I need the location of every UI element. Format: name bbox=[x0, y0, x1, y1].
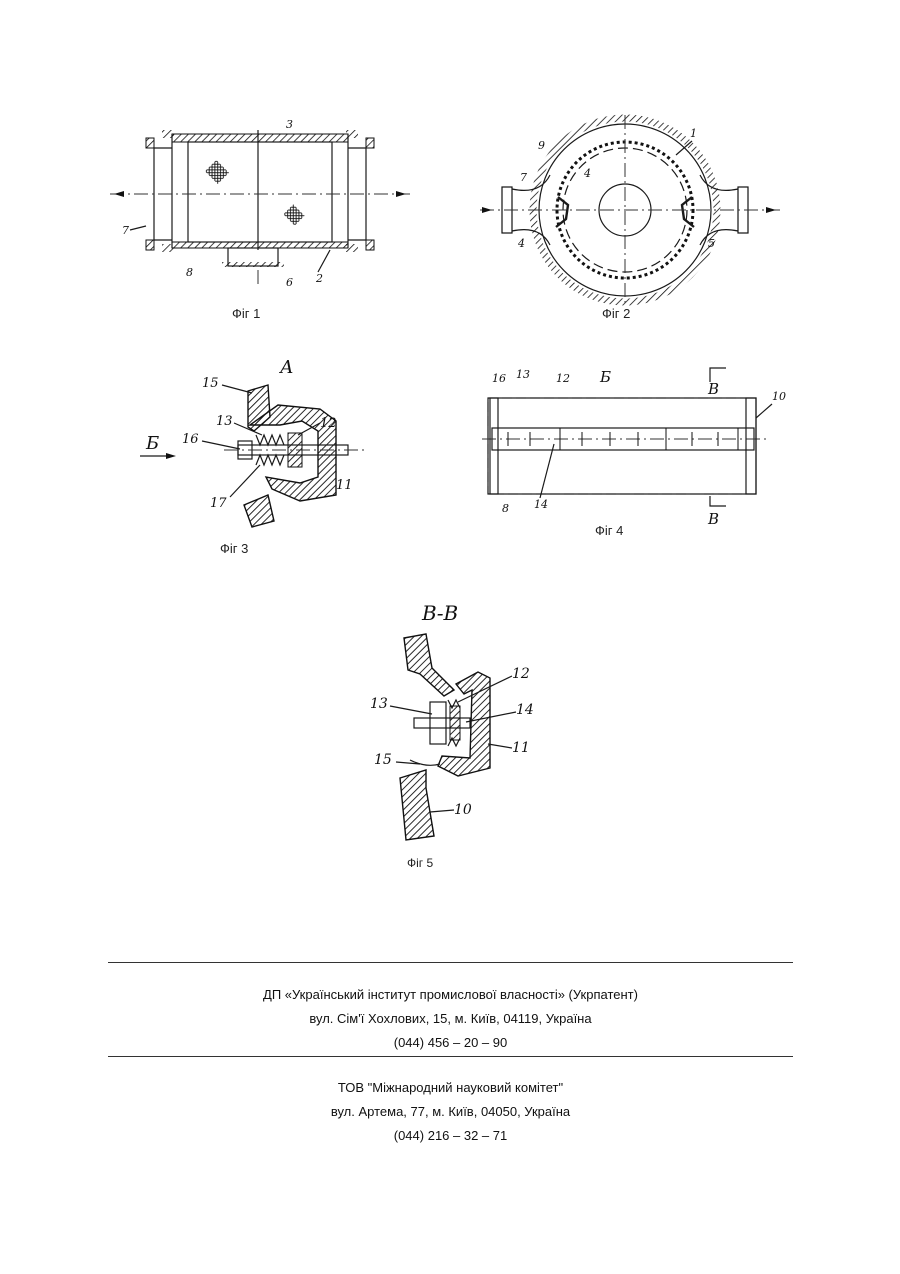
fig3-caption: Фіг 3 bbox=[220, 541, 248, 556]
fig4-section-letter-bottom: В bbox=[707, 510, 719, 528]
figure-2: 9 1 7 4 4 5 bbox=[480, 115, 780, 305]
fig1-label-2: 2 bbox=[315, 272, 323, 285]
fig5-label-14: 14 bbox=[516, 702, 534, 718]
fig4-view-letter: Б bbox=[599, 368, 611, 386]
figure-1-drawing: 3 7 8 6 2 bbox=[110, 120, 410, 300]
fig4-label-12: 12 bbox=[556, 372, 570, 385]
org2-name: ТОВ "Міжнародний науковий комітет" bbox=[108, 1076, 793, 1100]
fig3-label-11: 11 bbox=[336, 478, 353, 493]
fig1-label-6: 6 bbox=[286, 276, 293, 289]
fig1-caption: Фіг 1 bbox=[232, 306, 260, 321]
fig3-view-letter: А bbox=[278, 357, 294, 378]
figure-5-drawing: В-В 12 13 14 15 11 10 bbox=[360, 598, 560, 853]
fig1-label-7: 7 bbox=[122, 224, 129, 237]
fig5-caption: Фіг 5 bbox=[407, 856, 433, 870]
fig2-label-4a: 4 bbox=[583, 167, 591, 180]
fig2-label-4: 4 bbox=[517, 237, 525, 250]
fig5-label-13: 13 bbox=[370, 696, 388, 712]
fig4-section-letter-top: В bbox=[707, 380, 719, 398]
fig4-label-16: 16 bbox=[492, 372, 506, 385]
figure-5: В-В 12 13 14 15 11 10 bbox=[360, 598, 560, 853]
figure-4-drawing: Б В В 16 13 12 14 8 10 bbox=[478, 360, 798, 530]
fig4-label-8: 8 bbox=[502, 502, 509, 515]
org1-name: ДП «Український інститут промислової вла… bbox=[108, 983, 793, 1007]
fig5-label-10: 10 bbox=[454, 802, 472, 818]
org1-address: вул. Сім'ї Хохлових, 15, м. Київ, 04119,… bbox=[108, 1007, 793, 1031]
fig3-label-12: 12 bbox=[320, 416, 337, 431]
footer-divider-top bbox=[108, 962, 793, 963]
fig3-label-17: 17 bbox=[210, 496, 227, 511]
fig5-label-12: 12 bbox=[512, 666, 530, 682]
fig4-caption: Фіг 4 bbox=[595, 523, 623, 538]
figure-2-drawing: 9 1 7 4 4 5 bbox=[480, 115, 780, 305]
figure-4: Б В В 16 13 12 14 8 10 bbox=[478, 360, 798, 530]
figure-3-drawing: А Б 15 13 12 16 17 11 bbox=[140, 355, 370, 535]
footer-org-2: ТОВ "Міжнародний науковий комітет" вул. … bbox=[108, 1076, 793, 1148]
fig2-label-7: 7 bbox=[520, 171, 527, 184]
footer-org-1: ДП «Український інститут промислової вла… bbox=[108, 983, 793, 1055]
fig1-label-8: 8 bbox=[186, 266, 193, 279]
fig3-label-15: 15 bbox=[202, 376, 219, 391]
fig5-section-title: В-В bbox=[421, 601, 458, 625]
fig4-label-13: 13 bbox=[516, 368, 530, 381]
fig2-caption: Фіг 2 bbox=[602, 306, 630, 321]
org2-phone: (044) 216 – 32 – 71 bbox=[108, 1124, 793, 1148]
fig3-arrow-letter: Б bbox=[145, 433, 159, 454]
fig2-label-1: 1 bbox=[690, 127, 697, 140]
fig4-label-14: 14 bbox=[534, 498, 548, 511]
figure-3: А Б 15 13 12 16 17 11 bbox=[140, 355, 370, 535]
fig5-label-11: 11 bbox=[512, 740, 530, 756]
fig2-label-5: 5 bbox=[708, 237, 715, 250]
fig3-label-13: 13 bbox=[216, 414, 233, 429]
fig5-label-15: 15 bbox=[374, 752, 392, 768]
fig2-label-9: 9 bbox=[538, 139, 545, 152]
fig4-label-10: 10 bbox=[772, 390, 786, 403]
fig3-label-16: 16 bbox=[182, 432, 199, 447]
org1-phone: (044) 456 – 20 – 90 bbox=[108, 1031, 793, 1055]
footer-divider-middle bbox=[108, 1056, 793, 1057]
org2-address: вул. Артема, 77, м. Київ, 04050, Україна bbox=[108, 1100, 793, 1124]
figure-1: 3 7 8 6 2 bbox=[110, 120, 410, 300]
fig1-label-3: 3 bbox=[286, 118, 293, 131]
